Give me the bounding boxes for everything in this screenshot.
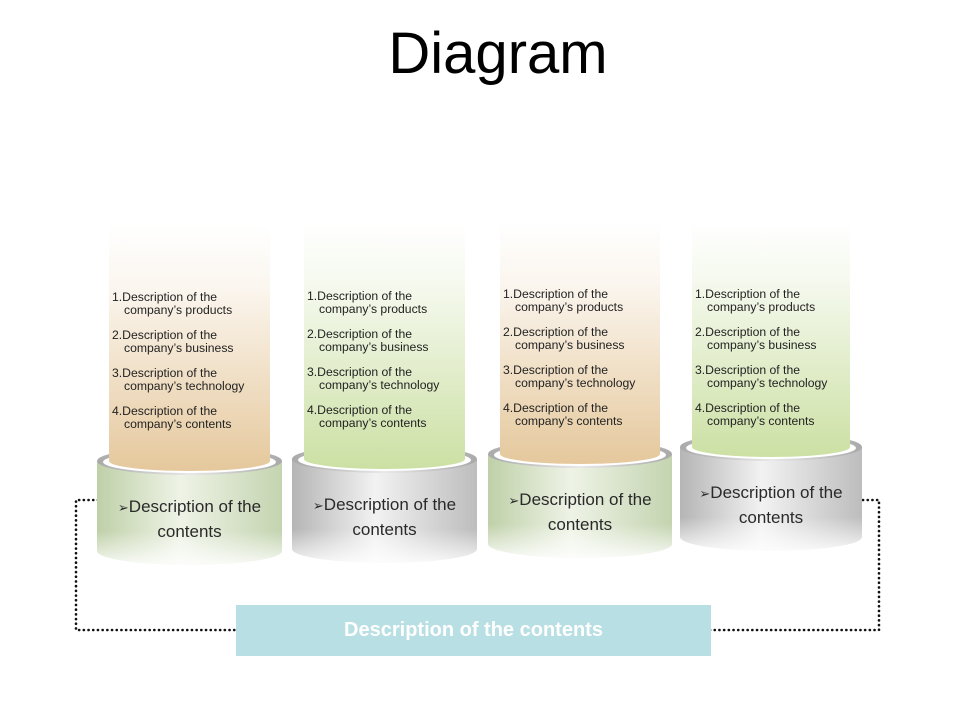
item-line: 3.Description of the (695, 363, 801, 377)
arrowhead-bullet-icon: ➢ (699, 486, 711, 501)
arrowhead-bullet-icon: ➢ (508, 493, 520, 508)
item-line: 1.Description of the (307, 289, 413, 303)
item-line: 3.Description of the (503, 363, 609, 377)
item-line: 1.Description of the (695, 287, 801, 301)
column-body (692, 222, 850, 457)
diagram-title: Diagram (388, 21, 608, 86)
item-line: 2.Description of the (695, 325, 801, 339)
item-line: company’s contents (515, 414, 623, 428)
column-body (500, 222, 660, 464)
item-line: 4.Description of the (695, 401, 801, 415)
item-line: company’s products (124, 303, 233, 317)
item-line: 2.Description of the (503, 325, 609, 339)
arrowhead-bullet-icon: ➢ (312, 498, 324, 513)
item-line: company’s contents (124, 417, 232, 431)
item-line: company’s business (124, 341, 234, 355)
item-line: 4.Description of the (307, 403, 413, 417)
item-line: 4.Description of the (112, 404, 218, 418)
arrowhead-bullet-icon: ➢ (117, 500, 129, 515)
item-line: company’s technology (124, 379, 245, 393)
item-line: 2.Description of the (307, 327, 413, 341)
item-line: company’s business (319, 340, 429, 354)
item-line: company’s products (515, 300, 624, 314)
summary-box-label: Description of the contents (344, 619, 603, 641)
item-line: company’s technology (515, 376, 636, 390)
item-line: company’s technology (319, 378, 440, 392)
item-line: company’s products (319, 302, 428, 316)
item-line: 2.Description of the (112, 328, 218, 342)
summary-box: Description of the contents (236, 605, 711, 656)
item-line: company’s business (515, 338, 625, 352)
item-line: company’s contents (707, 414, 815, 428)
item-line: 1.Description of the (503, 287, 609, 301)
column-body (304, 224, 465, 469)
column-body (109, 225, 270, 472)
item-line: 3.Description of the (112, 366, 218, 380)
item-line: company’s technology (707, 376, 828, 390)
item-line: 3.Description of the (307, 365, 413, 379)
item-line: company’s contents (319, 416, 427, 430)
item-line: 4.Description of the (503, 401, 609, 415)
item-line: 1.Description of the (112, 290, 218, 304)
item-line: company’s business (707, 338, 817, 352)
item-line: company’s products (707, 300, 816, 314)
